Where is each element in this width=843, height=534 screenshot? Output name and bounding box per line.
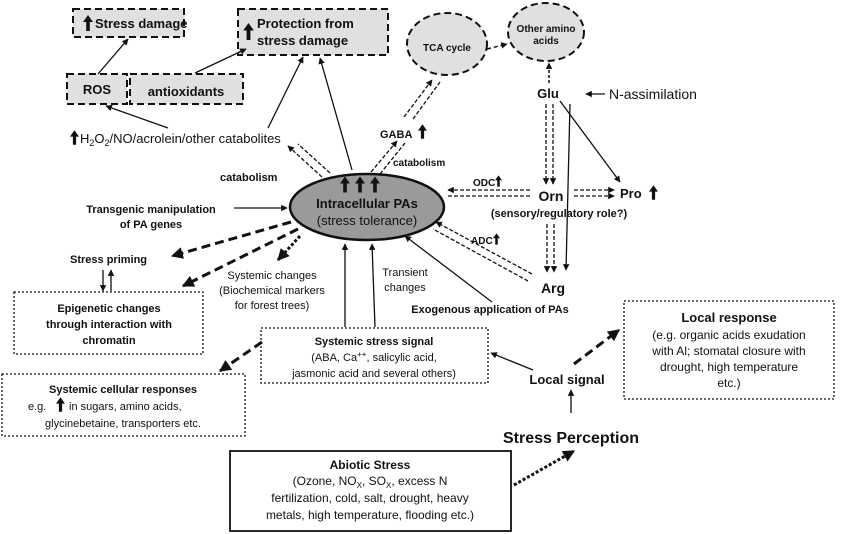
- transgenic-label-2: of PA genes: [120, 219, 182, 231]
- arrow-arg-to-pas-b: [432, 228, 529, 282]
- local-response-title: Local response: [681, 310, 776, 325]
- arg-label: Arg: [541, 280, 565, 296]
- stress-tolerance-label: (stress tolerance): [317, 213, 417, 228]
- arrow-pas-to-protection: [318, 57, 353, 171]
- odc-label: ODC: [473, 178, 495, 189]
- n-assimilation-label: N-assimilation: [609, 86, 697, 102]
- abiotic-stress-box: [229, 450, 512, 532]
- up-arrow-icon: [495, 175, 502, 187]
- systemic-signal-line-1: (ABA, Ca++, salicylic acid,: [311, 350, 437, 364]
- arrow-pas-to-catabolites-a: [287, 145, 323, 178]
- antioxidants-label: antioxidants: [148, 84, 225, 99]
- pro-label: Pro: [620, 186, 642, 201]
- stress-damage-label: Stress damage: [95, 16, 188, 31]
- local-response-line-2: with Al; stomatal closure with: [651, 344, 805, 358]
- systemic-cellular-title: Systemic cellular responses: [49, 384, 197, 396]
- other-amino-label-2: acids: [533, 36, 559, 47]
- arrow-ros-to-stress-damage: [97, 38, 129, 75]
- systemic-changes-label-2: (Biochemical markers: [219, 285, 325, 297]
- systemic-signal-title: Systemic stress signal: [315, 336, 434, 348]
- arrow-pas-to-gaba-a: [370, 140, 398, 173]
- arrow-local-signal-to-response: [573, 328, 620, 366]
- stress-priming-label: Stress priming: [70, 254, 147, 266]
- stress-perception-label: Stress Perception: [503, 430, 639, 447]
- transient-label-1: Transient: [382, 267, 427, 279]
- transient-label-2: changes: [384, 282, 426, 294]
- tca-cycle-ellipse: [406, 12, 488, 76]
- local-response-box: [623, 300, 835, 400]
- systemic-changes-label-3: for forest trees): [235, 300, 310, 312]
- protection-label-2: stress damage: [257, 33, 348, 48]
- up-arrow-icon: [418, 124, 427, 139]
- abiotic-stress-line-2: fertilization, cold, salt, drought, heav…: [271, 491, 468, 505]
- arrow-signal-to-pas-b: [368, 243, 376, 328]
- epigenetic-label-1: Epigenetic changes: [57, 303, 160, 315]
- systemic-cellular-eg: e.g.: [28, 401, 46, 413]
- arrow-gaba-to-tca-a: [403, 79, 433, 118]
- arrow-catabolites-to-protection: [267, 56, 304, 129]
- arrows: [97, 38, 621, 487]
- arrow-arg-to-pas-a: [435, 221, 533, 275]
- epigenetic-label-3: chromatin: [82, 335, 135, 347]
- antioxidants-box: [129, 73, 244, 105]
- catabolism-left-label: catabolism: [220, 172, 278, 184]
- other-amino-acids-ellipse: [507, 2, 585, 62]
- abiotic-stress-line-3: metals, high temperature, flooding etc.): [266, 508, 474, 522]
- local-signal-label: Local signal: [529, 372, 604, 387]
- tca-cycle-label: TCA cycle: [423, 43, 471, 54]
- gaba-label: GABA: [380, 129, 412, 141]
- catabolism-right-label: catabolism: [393, 158, 445, 169]
- systemic-changes-label-1: Systemic changes: [227, 270, 317, 282]
- arrow-gaba-to-tca-b: [412, 81, 441, 120]
- arrow-catabolites-to-ros: [105, 104, 169, 129]
- systemic-cellular-box: [1, 373, 246, 437]
- systemic-cellular-line-2: glycinebetaine, transporters etc.: [45, 418, 201, 430]
- arrow-antioxidants-to-protection: [194, 48, 247, 74]
- transgenic-label-1: Transgenic manipulation: [86, 204, 216, 216]
- ros-label: ROS: [83, 82, 112, 97]
- systemic-signal-line-2: jasmonic acid and several others): [291, 368, 456, 380]
- glu-label: Glu: [537, 86, 559, 101]
- epigenetic-label-2: through interaction with: [46, 319, 172, 331]
- arrow-pas-to-epigenetic: [181, 227, 299, 288]
- labels: Stress damage Protection from stress dam…: [28, 15, 806, 522]
- arrow-signal-to-cellular: [219, 340, 263, 373]
- arrow-pas-to-stress-priming: [170, 220, 292, 259]
- ros-box: [66, 73, 128, 105]
- stress-damage-box: [72, 8, 185, 38]
- arrow-abiotic-to-perception: [513, 449, 576, 487]
- other-amino-label-1: Other amino: [517, 24, 576, 35]
- orn-label: Orn: [539, 188, 564, 204]
- sensory-role-label: (sensory/regulatory role?): [491, 208, 628, 220]
- intracellular-pas-label: Intracellular PAs: [316, 196, 418, 211]
- local-response-line-1: (e.g. organic acids exudation: [652, 328, 805, 342]
- up-arrow-icon: [493, 233, 500, 245]
- arrow-pas-to-gaba-b: [379, 142, 406, 175]
- arrow-exogenous-to-pas: [404, 235, 493, 303]
- abiotic-stress-title: Abiotic Stress: [330, 458, 411, 472]
- catabolites-label: H2O2/NO/acrolein/other catabolites: [80, 131, 281, 148]
- arrow-pas-to-catabolites-b: [297, 143, 331, 174]
- protection-label-1: Protection from: [257, 16, 354, 31]
- local-response-line-4: etc.): [717, 376, 740, 390]
- arrow-local-signal-to-systemic: [490, 352, 534, 371]
- up-arrow-icon: [70, 130, 79, 145]
- adc-label: ADC: [471, 236, 493, 247]
- exogenous-label: Exogenous application of PAs: [411, 304, 568, 316]
- epigenetic-box: [13, 291, 204, 355]
- abiotic-stress-line-1: (Ozone, NOX, SOX, excess N: [293, 474, 448, 490]
- systemic-cellular-line-1: in sugars, amino acids,: [69, 401, 182, 413]
- arrow-glu-to-arg: [562, 103, 571, 271]
- protection-box: [237, 8, 389, 56]
- local-response-line-3: drought, high temperature: [660, 360, 798, 374]
- arrow-tca-to-other-amino: [486, 42, 508, 50]
- up-arrow-icon: [649, 185, 658, 200]
- systemic-signal-box: [260, 327, 489, 384]
- intracellular-pas-ellipse: [288, 172, 446, 242]
- arrow-pas-to-systemic-changes: [276, 234, 302, 262]
